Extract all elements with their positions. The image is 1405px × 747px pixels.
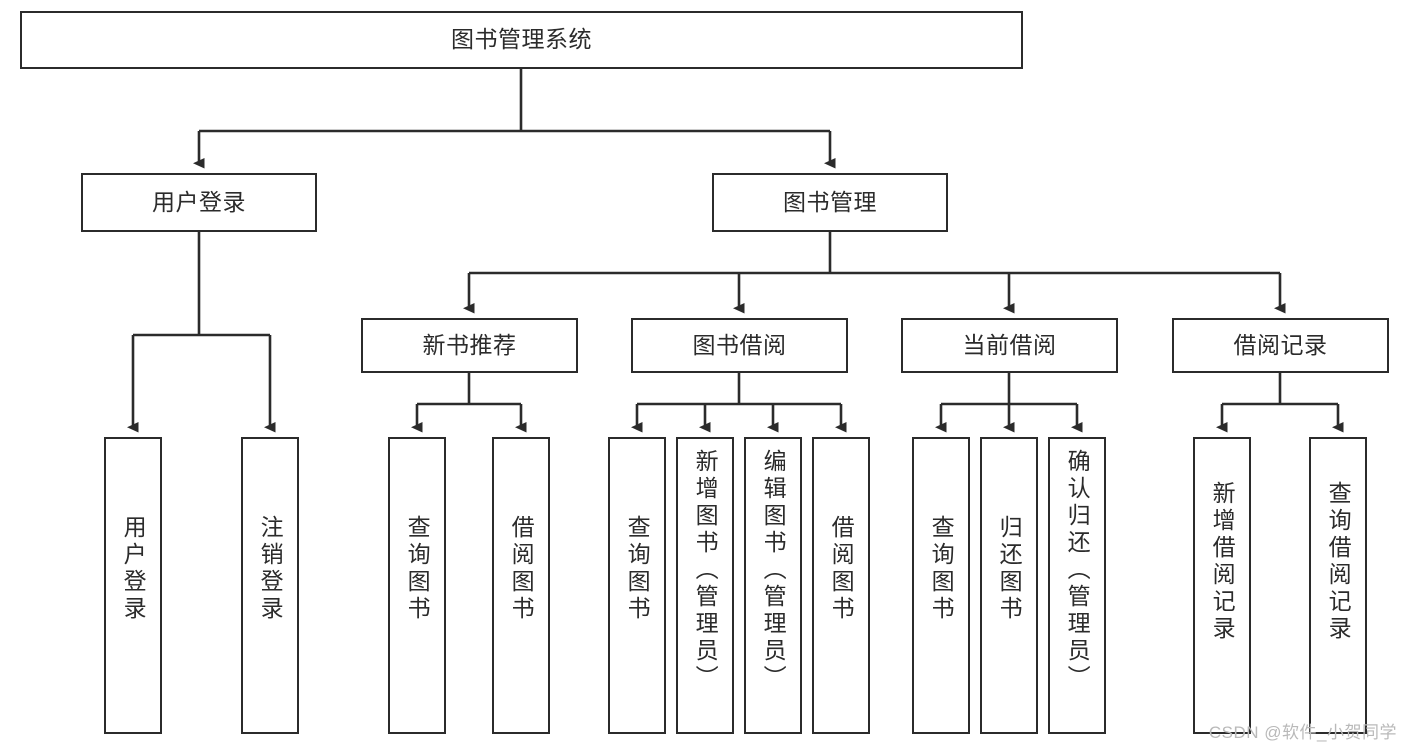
node-book-borrow-label: 图书借阅 (692, 331, 787, 358)
node-leaf-confirm-return-label: 确认归还（管理员） (1064, 449, 1091, 692)
node-leaf-user-login-label: 用户登录 (120, 515, 147, 623)
node-leaf-query-book-1-label: 查询图书 (404, 515, 431, 623)
node-book-manage[interactable]: 图书管理 (712, 173, 948, 232)
csdn-watermark: CSDN @软件_小贺同学 (1208, 723, 1397, 742)
node-leaf-confirm-return[interactable]: 确认归还（管理员） (1048, 437, 1106, 734)
node-leaf-query-record-label: 查询借阅记录 (1325, 481, 1352, 643)
node-leaf-query-book-3[interactable]: 查询图书 (912, 437, 970, 734)
node-leaf-edit-book[interactable]: 编辑图书（管理员） (744, 437, 802, 734)
node-leaf-add-record[interactable]: 新增借阅记录 (1193, 437, 1251, 734)
node-root-label: 图书管理系统 (451, 26, 592, 53)
node-leaf-add-book-label: 新增图书（管理员） (692, 449, 719, 692)
node-borrow-record-label: 借阅记录 (1233, 331, 1328, 358)
node-leaf-add-record-label: 新增借阅记录 (1209, 481, 1236, 643)
node-leaf-borrow-book-1[interactable]: 借阅图书 (492, 437, 550, 734)
node-borrow-record[interactable]: 借阅记录 (1172, 318, 1389, 373)
node-leaf-return-book-label: 归还图书 (996, 515, 1023, 623)
node-leaf-add-book[interactable]: 新增图书（管理员） (676, 437, 734, 734)
node-leaf-query-book-1[interactable]: 查询图书 (388, 437, 446, 734)
node-new-book-rec[interactable]: 新书推荐 (361, 318, 578, 373)
node-leaf-query-book-3-label: 查询图书 (928, 515, 955, 623)
node-leaf-logout-label: 注销登录 (257, 515, 284, 623)
node-current-borrow[interactable]: 当前借阅 (901, 318, 1118, 373)
node-book-manage-label: 图书管理 (783, 188, 877, 215)
node-leaf-logout[interactable]: 注销登录 (241, 437, 299, 734)
node-leaf-borrow-book-2-label: 借阅图书 (828, 515, 855, 623)
node-leaf-borrow-book-2[interactable]: 借阅图书 (812, 437, 870, 734)
node-current-borrow-label: 当前借阅 (962, 331, 1057, 358)
node-leaf-query-record[interactable]: 查询借阅记录 (1309, 437, 1367, 734)
node-leaf-return-book[interactable]: 归还图书 (980, 437, 1038, 734)
node-leaf-edit-book-label: 编辑图书（管理员） (760, 449, 787, 692)
node-leaf-query-book-2-label: 查询图书 (624, 515, 651, 623)
node-user-login[interactable]: 用户登录 (81, 173, 317, 232)
node-leaf-user-login[interactable]: 用户登录 (104, 437, 162, 734)
node-new-book-rec-label: 新书推荐 (422, 331, 517, 358)
node-user-login-label: 用户登录 (152, 188, 246, 215)
node-root[interactable]: 图书管理系统 (20, 11, 1023, 69)
node-leaf-query-book-2[interactable]: 查询图书 (608, 437, 666, 734)
node-leaf-borrow-book-1-label: 借阅图书 (508, 515, 535, 623)
node-book-borrow[interactable]: 图书借阅 (631, 318, 848, 373)
